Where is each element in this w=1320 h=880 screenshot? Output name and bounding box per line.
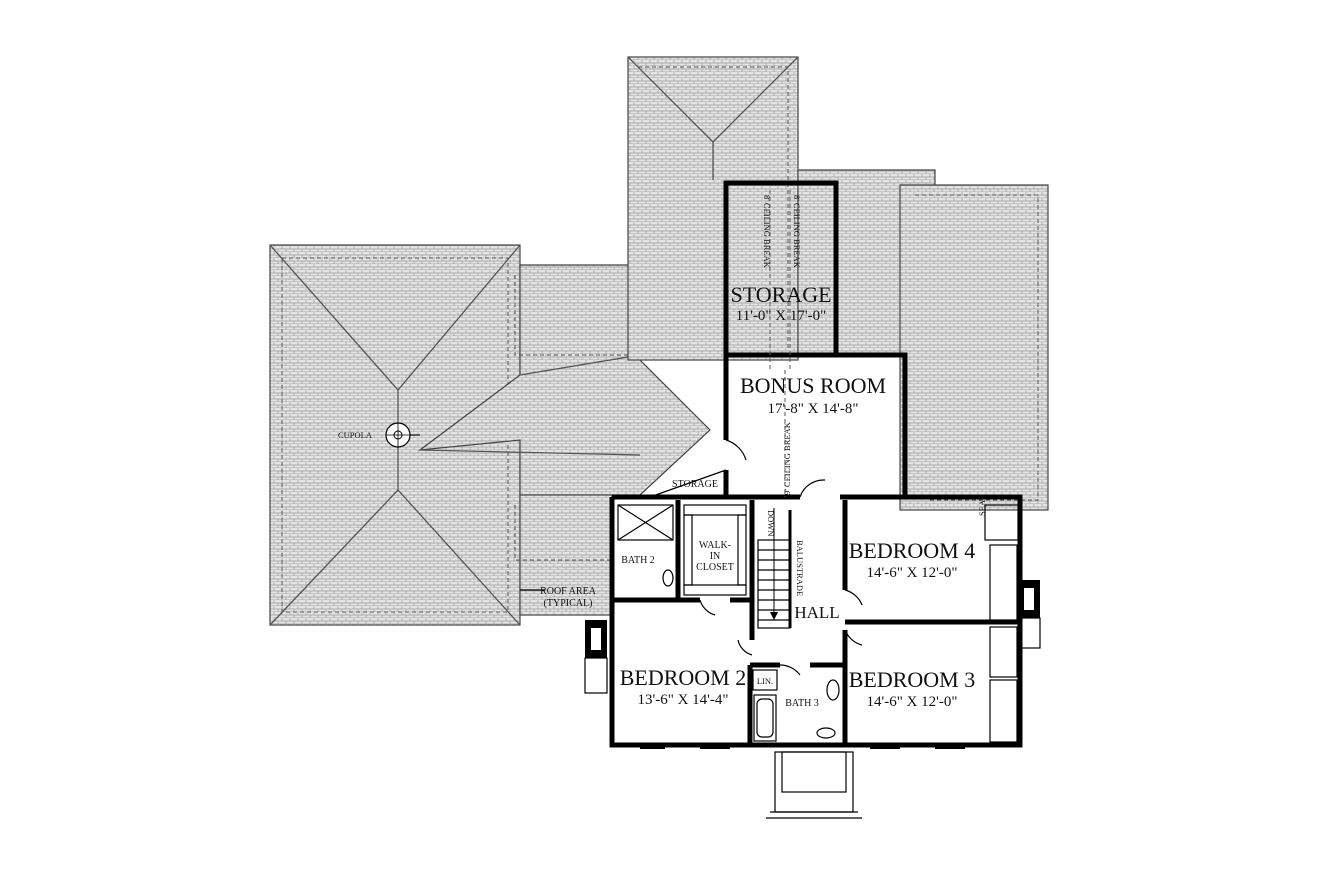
lower-roof	[519, 494, 613, 616]
storage-top-dim: 11'-0" X 17'-0"	[736, 308, 826, 324]
closet-line3: CLOSET	[696, 562, 734, 573]
storage-small-name: STORAGE	[672, 479, 718, 490]
closet-line1: WALK-	[699, 540, 731, 551]
bedroom3-name: BEDROOM 3	[849, 667, 976, 692]
cupola-label: CUPOLA	[338, 430, 373, 440]
bath2-name: BATH 2	[621, 555, 655, 566]
bath3-name: BATH 3	[785, 698, 819, 709]
closet-line2: IN	[710, 551, 721, 562]
ceiling-break-8a: 8' CEILING BREAK	[762, 195, 772, 269]
seat-label: SEAT	[977, 495, 987, 516]
right-side-roof	[899, 184, 1049, 511]
storage-top-name: STORAGE	[730, 282, 831, 307]
front-steps	[766, 751, 862, 819]
hall-name: HALL	[794, 603, 839, 622]
fixtures	[410, 190, 1019, 749]
bedroom4-dim: 14'-6" X 12'-0"	[867, 565, 958, 581]
ceiling-break-8b: 8' CEILING BREAK	[792, 195, 802, 269]
staircase	[757, 508, 792, 629]
bedroom2-name: BEDROOM 2	[620, 665, 747, 690]
walls	[609, 180, 1023, 748]
bedroom3-dim: 14'-6" X 12'-0"	[867, 694, 958, 710]
linen-name: LIN.	[757, 676, 773, 686]
roof-area-line1: ROOF AREA	[540, 586, 597, 597]
balustrade-label: BALUSTRADE	[795, 540, 805, 596]
labels: STORAGE 11'-0" X 17'-0" BONUS ROOM 17'-8…	[338, 195, 987, 710]
bonus-room-name: BONUS ROOM	[740, 373, 886, 398]
bedroom4-name: BEDROOM 4	[849, 538, 976, 563]
roof-areas	[269, 56, 1049, 626]
bonus-room-dim: 17'-8" X 14'-8"	[768, 401, 859, 417]
bedroom2-dim: 13'-6" X 14'-4"	[638, 692, 729, 708]
down-label: DOWN	[766, 510, 776, 536]
ceiling-break-9: 9' CEILING BREAK	[782, 421, 792, 495]
roof-area-line2: (TYPICAL)	[544, 598, 593, 609]
